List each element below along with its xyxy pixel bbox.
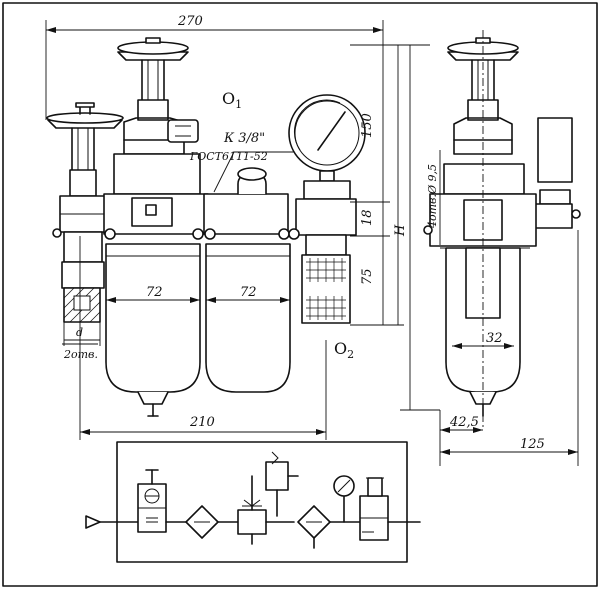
dim-label-18: 18	[360, 209, 375, 226]
dim-label-32: 32	[486, 331, 503, 346]
dim-label-holes: 2отв.	[63, 348, 98, 361]
dim-label-270: 270	[177, 14, 203, 29]
dim-label-72-mid: 72	[240, 285, 257, 300]
inlet-icon	[85, 515, 101, 529]
front-vertical-dims: 150 18 75 H	[350, 44, 408, 326]
side-view: 32 4отв.Ø 9,5 42,5 125	[400, 30, 581, 466]
dim-label-42-5: 42,5	[449, 415, 479, 430]
relief-valve-icon	[265, 461, 289, 491]
port-thread-label: К 3/8"	[223, 131, 265, 146]
front-view: 270	[45, 14, 408, 440]
pneumatic-schematic	[85, 441, 421, 563]
regulator-icon	[237, 509, 267, 535]
dim-label-holes-side: 4отв.Ø 9,5	[426, 164, 439, 229]
left-regulator: d 2отв.	[46, 102, 124, 361]
filter-left: 72	[103, 37, 209, 417]
dim-label-72-left: 72	[146, 285, 163, 300]
pressure-gauge-icon	[288, 94, 366, 172]
dim-label-H: H	[393, 224, 408, 237]
port-standard-label: ГОСТ6111-52	[189, 150, 268, 163]
dim-label-125: 125	[520, 437, 545, 452]
filter-middle: 72 К 3/8" ГОСТ6111-52	[189, 131, 300, 393]
point-o2-label: O2	[334, 339, 354, 361]
dim-label-d: d	[76, 326, 83, 339]
dim-label-210: 210	[189, 415, 215, 430]
filter-right	[288, 94, 366, 324]
dim-label-75: 75	[360, 268, 375, 285]
point-o1-label: O1	[222, 89, 242, 111]
dim-label-150: 150	[360, 113, 375, 138]
